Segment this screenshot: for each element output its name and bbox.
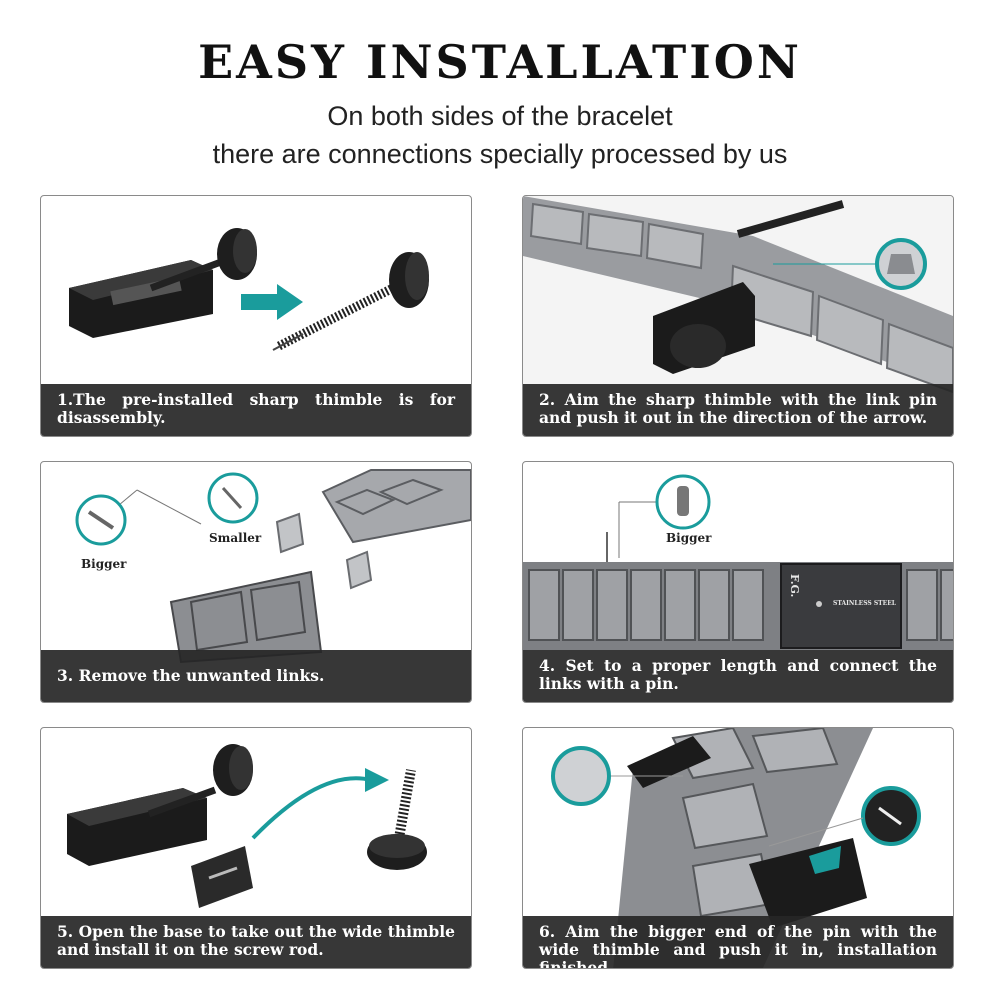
step-1-panel: 1.The pre-installed sharp thimble is for… <box>40 195 472 437</box>
step-4-panel: Bigger F.G. STAINLESS STEEL 4. Set to a … <box>522 461 954 703</box>
step-3-caption: 3. Remove the unwanted links. <box>41 650 471 702</box>
subtitle-line-1: On both sides of the bracelet <box>327 101 673 131</box>
link-tool-icon <box>69 228 429 351</box>
step-5-caption: 5. Open the base to take out the wide th… <box>41 916 471 968</box>
arrow-right-icon <box>241 284 303 320</box>
link-tool-icon <box>67 744 427 908</box>
clasp-logo: F.G. <box>788 574 801 598</box>
clasp-icon <box>780 563 902 649</box>
bracelet-icon <box>551 728 921 968</box>
step-6-caption: 6. Aim the bigger end of the pin with th… <box>523 916 953 968</box>
step-3-panel: Bigger Smaller 3. Remove the unwanted li… <box>40 461 472 703</box>
zoom-circle-icon <box>551 746 611 806</box>
step-5-panel: 5. Open the base to take out the wide th… <box>40 727 472 969</box>
smaller-label: Smaller <box>209 531 262 545</box>
subtitle-line-2: there are connections specially processe… <box>212 139 788 169</box>
step-6-panel: 6. Aim the bigger end of the pin with th… <box>522 727 954 969</box>
clasp-text: STAINLESS STEEL <box>833 600 896 607</box>
bracelet-icon <box>75 469 471 664</box>
bracelet-icon <box>523 474 953 650</box>
step-1-caption: 1.The pre-installed sharp thimble is for… <box>41 384 471 436</box>
step-2-caption: 2. Aim the sharp thimble with the link p… <box>523 384 953 436</box>
bigger-label: Bigger <box>666 531 712 545</box>
page-title: EASY INSTALLATION <box>198 35 802 89</box>
step-2-panel: 2. Aim the sharp thimble with the link p… <box>522 195 954 437</box>
arrow-right-icon <box>365 768 389 792</box>
bigger-label: Bigger <box>81 557 127 571</box>
step-4-caption: 4. Set to a proper length and connect th… <box>523 650 953 702</box>
